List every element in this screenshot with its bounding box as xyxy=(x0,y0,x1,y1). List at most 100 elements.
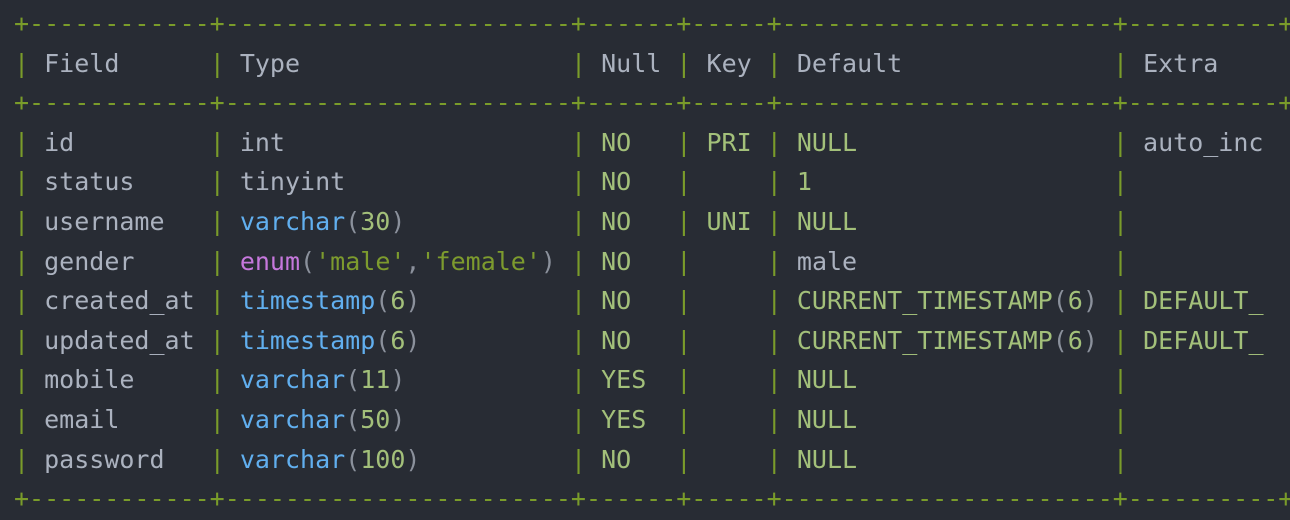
cell-token: Key xyxy=(706,48,752,78)
space xyxy=(691,405,706,434)
space xyxy=(857,405,1113,434)
column-separator: | xyxy=(209,246,225,276)
space xyxy=(29,405,44,434)
space xyxy=(586,167,601,196)
space xyxy=(119,49,209,78)
cell-token: 6 xyxy=(390,286,406,316)
column-separator: | xyxy=(571,325,587,355)
cell-token: NULL xyxy=(796,127,858,157)
space xyxy=(752,128,767,157)
cell-token: ) xyxy=(1082,286,1098,316)
column-separator: | xyxy=(14,365,30,395)
space xyxy=(1143,405,1278,434)
terminal-output: +------------+-----------------------+--… xyxy=(14,4,1290,519)
border-line: +------------+-----------------------+--… xyxy=(14,88,1290,118)
column-separator: | xyxy=(676,404,692,434)
cell-token: ) xyxy=(390,365,406,395)
cell-token: ) xyxy=(405,325,421,355)
space xyxy=(586,365,601,394)
space xyxy=(134,365,209,394)
column-separator: | xyxy=(766,286,782,316)
space xyxy=(586,405,601,434)
space xyxy=(1263,128,1278,157)
space xyxy=(857,445,1113,474)
space xyxy=(691,445,706,474)
cell-token: ( xyxy=(375,286,391,316)
cell-token: ( xyxy=(1052,325,1068,355)
cell-token: NULL xyxy=(796,444,858,474)
cell-token: email xyxy=(44,404,120,434)
table-row: | email | varchar(50) | YES | | NULL | xyxy=(14,400,1290,440)
space xyxy=(225,326,240,355)
cell-token: 'female' xyxy=(420,246,541,276)
cell-token: 'male' xyxy=(315,246,406,276)
space xyxy=(691,326,706,355)
column-separator: | xyxy=(1112,325,1129,355)
column-separator: | xyxy=(766,325,782,355)
cell-token: Default xyxy=(796,48,903,78)
space xyxy=(29,365,44,394)
space xyxy=(134,167,209,196)
space xyxy=(631,128,676,157)
table-row: | updated_at | timestamp(6) | NO | | CUR… xyxy=(14,321,1290,361)
cell-token: tinyint xyxy=(239,167,346,197)
cell-token: ) xyxy=(405,286,421,316)
cell-token: NO xyxy=(601,325,632,355)
space xyxy=(29,326,44,355)
cell-token: UNI xyxy=(706,206,752,236)
column-separator: | xyxy=(570,167,587,197)
space xyxy=(782,128,797,157)
border-line: +------------+-----------------------+--… xyxy=(14,484,1290,514)
space xyxy=(586,128,601,157)
space xyxy=(134,247,209,276)
column-separator: | xyxy=(766,48,782,78)
column-separator: | xyxy=(676,167,692,197)
table-row: | mobile | varchar(11) | YES | | NULL | xyxy=(14,360,1290,400)
space xyxy=(74,128,209,157)
space xyxy=(586,49,601,78)
cell-token: 50 xyxy=(360,404,391,434)
column-separator: | xyxy=(14,246,30,276)
cell-token: 6 xyxy=(390,325,406,355)
column-separator: | xyxy=(676,48,692,78)
space xyxy=(782,326,797,355)
space xyxy=(285,128,571,157)
space xyxy=(707,286,767,315)
column-separator: | xyxy=(1112,404,1129,434)
space xyxy=(631,286,676,315)
cell-token: Field xyxy=(44,48,120,78)
cell-token: gender xyxy=(44,246,135,276)
column-separator: | xyxy=(209,404,225,434)
space xyxy=(857,207,1113,236)
space xyxy=(225,405,240,434)
column-separator: | xyxy=(1112,167,1128,197)
cell-token: int xyxy=(239,127,285,157)
cell-token: auto_inc xyxy=(1143,127,1264,157)
column-separator: | xyxy=(209,206,225,236)
cell-token: ( xyxy=(345,206,361,236)
space xyxy=(631,247,676,276)
cell-token: 6 xyxy=(1067,286,1083,316)
cell-token: 100 xyxy=(360,444,406,474)
space xyxy=(691,286,706,315)
column-separator: | xyxy=(570,127,587,157)
cell-token: updated_at xyxy=(44,325,195,355)
space xyxy=(707,247,767,276)
cell-token: CURRENT_TIMESTAMP xyxy=(796,286,1053,316)
cell-token: ) xyxy=(540,246,556,276)
cell-token: Type xyxy=(239,48,301,78)
table-row: | created_at | timestamp(6) | NO | | CUR… xyxy=(14,281,1290,321)
cell-token: ) xyxy=(390,404,406,434)
column-separator: | xyxy=(209,444,225,474)
column-separator: | xyxy=(676,325,692,355)
cell-token: varchar xyxy=(239,404,346,434)
space xyxy=(646,365,676,394)
space xyxy=(691,128,706,157)
column-separator: | xyxy=(14,127,30,157)
table-header-row: | Field | Type | Null | Key | Default | … xyxy=(14,44,1290,84)
cell-token: varchar xyxy=(239,365,346,395)
column-separator: | xyxy=(571,286,587,316)
space xyxy=(225,128,240,157)
space xyxy=(165,207,210,236)
space xyxy=(1128,49,1143,78)
